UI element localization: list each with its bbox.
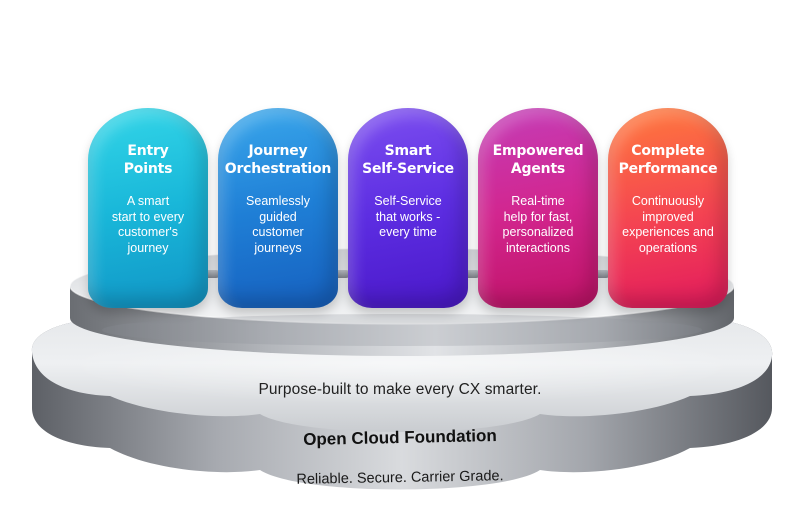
pillar-empowered-agents: Empowered Agents Real-time help for fast… [478,108,598,308]
connector-2 [328,270,350,278]
pillar-title: Entry Points [123,143,173,177]
pillar-title: Empowered Agents [492,143,584,177]
pillar-description: Continuously improved experiences and op… [622,194,714,255]
pillar-title: Smart Self-Service [362,143,454,177]
connector-3 [458,270,480,278]
pillar-description: Real-time help for fast, personalized in… [502,194,574,255]
connector-1 [198,270,220,278]
connector-4 [588,270,610,278]
pillar-entry-points: Entry Points A smart start to every cust… [88,108,208,308]
pillar-smart-self-service: Smart Self-Service Self-Service that wor… [348,108,468,308]
pillar-description: A smart start to every customer's journe… [111,194,185,255]
pillar-journey-orchestration: Journey Orchestration Seamlessly guided … [218,108,338,308]
pillar-complete-performance: Complete Performance Continuously improv… [608,108,728,308]
pillar-description: Self-Service that works - every time [374,194,442,239]
platform-disk-shadow [102,314,702,346]
pillar-title: Complete Performance [618,143,718,177]
pillar-title: Journey Orchestration [224,143,332,177]
platform-tagline: Purpose-built to make every CX smarter. [258,381,542,398]
pillar-description: Seamlessly guided customer journeys [246,194,310,255]
